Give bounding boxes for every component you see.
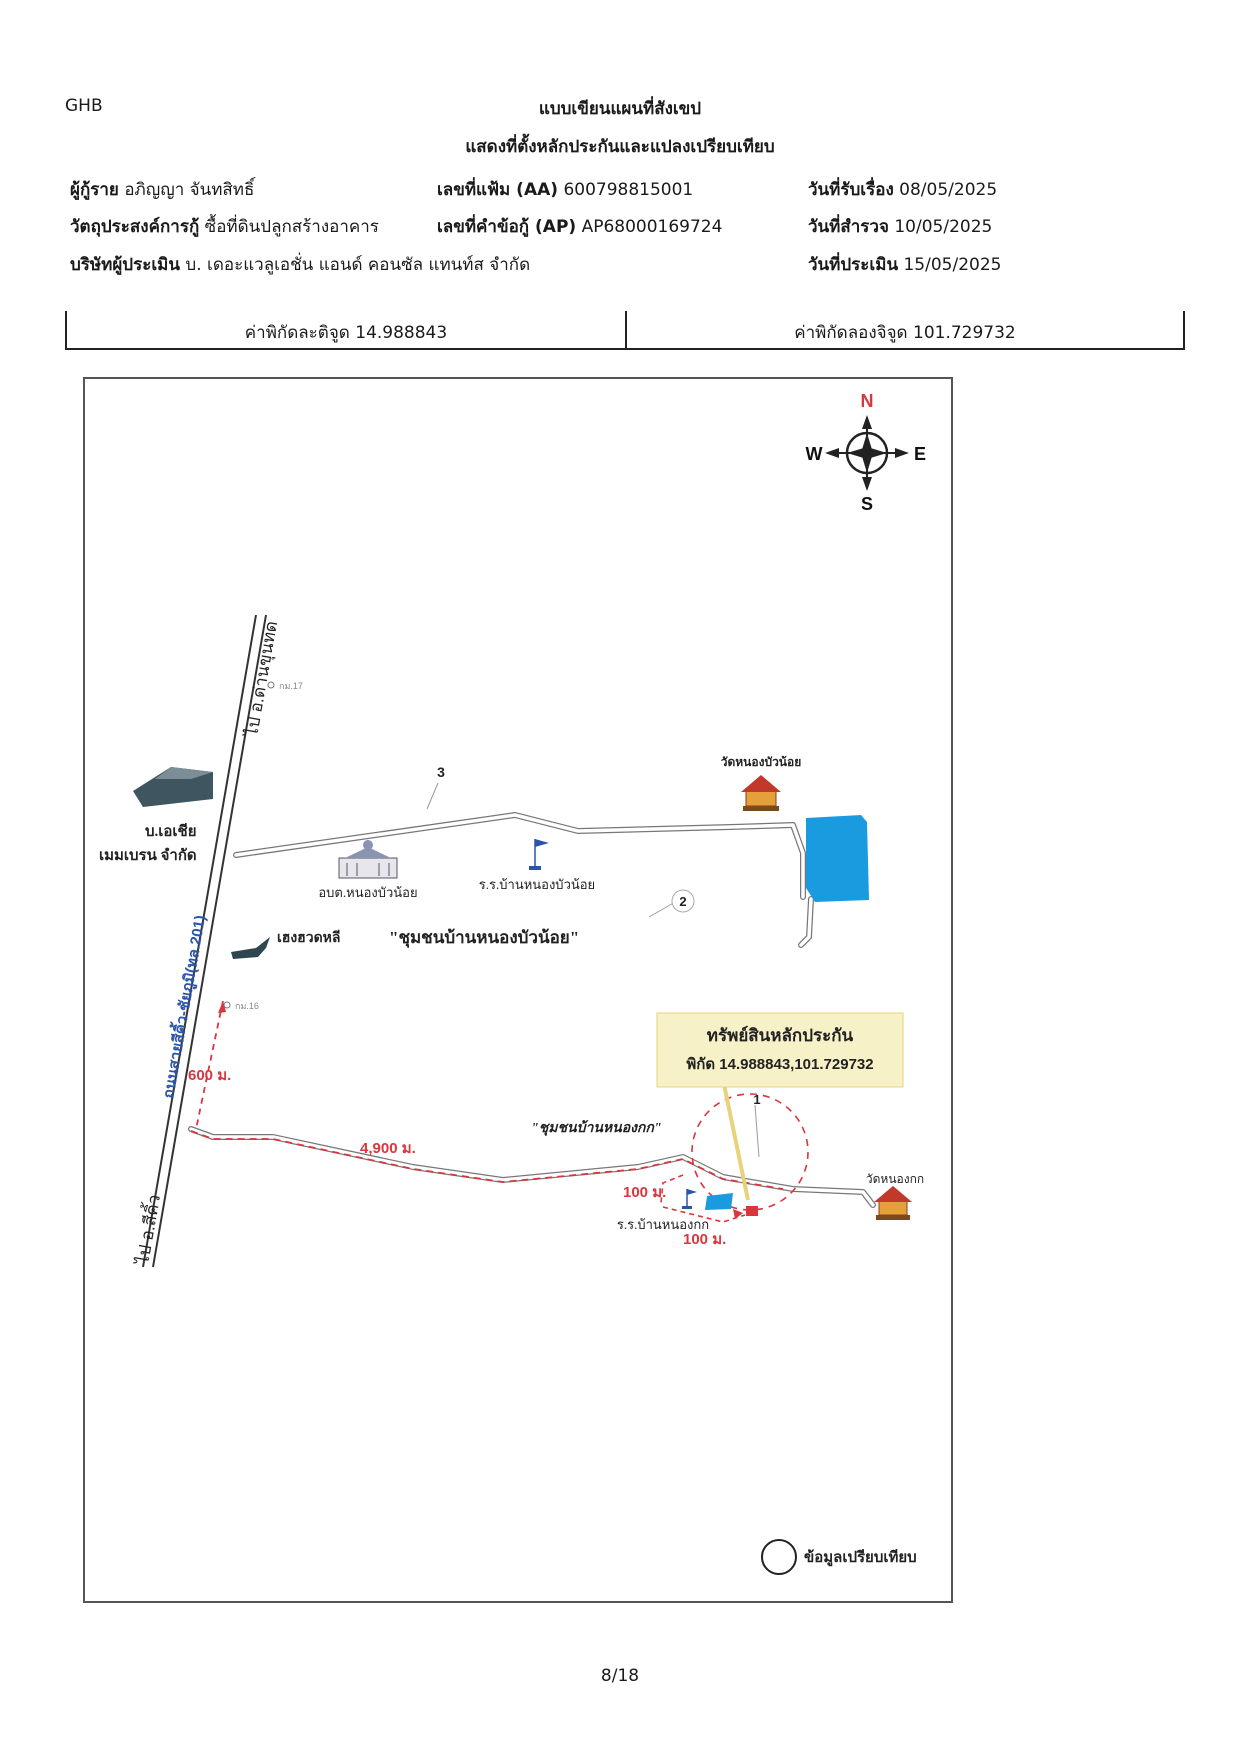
- file-no-field: เลขที่แฟ้ม (AA) 600798815001: [437, 176, 693, 203]
- legend-label: ข้อมูลเปรียบเทียบ: [804, 1549, 917, 1567]
- pond-nong-bua-noi: [806, 815, 869, 902]
- appraiser-field: บริษัทผู้ประเมิน บ. เดอะแวลูเอชั่น แอนด์…: [70, 251, 530, 278]
- received-date-value: 08/05/2025: [899, 180, 998, 200]
- request-no-field: เลขที่คำข้อกู้ (AP) AP68000169724: [437, 213, 722, 240]
- received-date-field: วันที่รับเรื่อง 08/05/2025: [808, 176, 997, 203]
- distance-4900-label: 4,900 ม.: [360, 1140, 416, 1157]
- purpose-label: วัตถุประสงค์การกู้: [70, 217, 200, 237]
- map-frame: [83, 377, 953, 1603]
- marker-3: 3: [437, 764, 445, 780]
- sao-label: อบต.หนองบัวน้อย: [318, 885, 417, 900]
- compass-rose-icon: [825, 415, 909, 491]
- km-17-marker-icon: [267, 681, 275, 689]
- latitude-text: ค่าพิกัดละติจูด 14.988843: [244, 323, 448, 343]
- appraiser-label: บริษัทผู้ประเมิน: [70, 255, 180, 275]
- temple-bottom-icon: [874, 1186, 912, 1220]
- school-bottom-icon: [682, 1189, 697, 1209]
- community-nong-kok-label: "ชุมชนบ้านหนองกก": [531, 1120, 662, 1136]
- appraisal-date-label: วันที่ประเมิน: [808, 255, 899, 275]
- file-no-label: เลขที่แฟ้ม (AA): [437, 180, 559, 200]
- survey-date-field: วันที่สำรวจ 10/05/2025: [808, 213, 992, 240]
- school-bottom-label: ร.ร.บ้านหนองกก: [617, 1217, 709, 1232]
- nong-bua-noi-road: [233, 812, 814, 948]
- purpose-field: วัตถุประสงค์การกู้ ซื้อที่ดินปลูกสร้างอา…: [70, 213, 379, 240]
- legend-circle-icon: [761, 1539, 797, 1575]
- factory-label-line1: บ.เอเชีย: [145, 823, 197, 840]
- document-code: GHB: [65, 96, 103, 116]
- school-top-icon: [529, 839, 549, 870]
- km-16-marker-icon: [223, 1001, 231, 1009]
- appraiser-value: บ. เดอะแวลูเอชั่น แอนด์ คอนซัล แทนท์ส จำ…: [185, 255, 531, 275]
- file-no-value: 600798815001: [563, 180, 694, 200]
- survey-date-value: 10/05/2025: [894, 217, 993, 237]
- coordinates-divider: [625, 311, 627, 348]
- collateral-area-circle: [691, 1093, 809, 1211]
- compass-west-label: W: [806, 444, 823, 464]
- temple-top-icon: [741, 775, 781, 811]
- temple-bottom-label: วัดหนองกก: [866, 1172, 924, 1186]
- km-16-label: กม.16: [235, 1001, 259, 1011]
- route-path: [190, 1000, 784, 1223]
- borrower-field: ผู้กู้ราย อภิญญา จันทสิทธิ์: [70, 176, 254, 203]
- callout-title: ทรัพย์สินหลักประกัน: [707, 1025, 854, 1045]
- pond-nong-kok: [705, 1193, 733, 1210]
- survey-date-label: วันที่สำรวจ: [808, 217, 889, 237]
- appraisal-date-value: 15/05/2025: [903, 255, 1002, 275]
- marker-3-leader: [426, 782, 439, 810]
- borrower-label: ผู้กู้ราย: [70, 180, 119, 200]
- collateral-callout: [656, 1012, 904, 1088]
- page-subtitle: แสดงที่ตั้งหลักประกันและแปลงเปรียบเทียบ: [465, 137, 775, 157]
- location-map: N S E W ไป อ.ด่านขุนทด ไป อ.สีคิ้ว ถนนสา…: [99, 391, 926, 1575]
- temple-top-label: วัดหนองบัวน้อย: [721, 755, 802, 769]
- longitude-text: ค่าพิกัดลองจิจูด 101.729732: [794, 323, 1016, 343]
- marker-2: 2: [679, 894, 686, 909]
- marker-1-leader: [754, 1104, 760, 1158]
- factory-icon: [133, 767, 213, 807]
- community-nong-bua-noi-label: "ชุมชนบ้านหนองบัวน้อย": [389, 928, 579, 948]
- distance-100a-label: 100 ม.: [623, 1184, 666, 1201]
- request-no-value: AP68000169724: [581, 217, 723, 237]
- road-to-dankhuntot-label: ไป อ.ด่านขุนทด: [241, 619, 282, 740]
- callout-coordinates: พิกัด 14.988843,101.729732: [686, 1055, 873, 1073]
- received-date-label: วันที่รับเรื่อง: [808, 180, 894, 200]
- purpose-value: ซื้อที่ดินปลูกสร้างอาคาร: [204, 217, 379, 237]
- page-number: 8/18: [600, 1666, 640, 1686]
- sao-building-icon: [338, 840, 398, 879]
- nong-kok-road: [188, 1126, 876, 1208]
- hengheng-label: เฮงฮวดหลี: [277, 930, 340, 946]
- distance-600-label: 600 ม.: [188, 1067, 231, 1084]
- appraisal-date-field: วันที่ประเมิน 15/05/2025: [808, 251, 1001, 278]
- factory-label-line2: เมมเบรน จำกัด: [99, 847, 197, 864]
- page-title: แบบเขียนแผนที่สังเขป: [538, 99, 702, 119]
- highway-201: [142, 614, 267, 1268]
- borrower-value: อภิญญา จันทสิทธิ์: [124, 180, 255, 200]
- coordinates-box: ค่าพิกัดละติจูด 14.988843 ค่าพิกัดลองจิจ…: [65, 311, 1185, 350]
- collateral-plot-marker: [746, 1206, 758, 1216]
- km-17-label: กม.17: [279, 681, 303, 691]
- compass-east-label: E: [914, 444, 926, 464]
- compass-north-label: N: [861, 391, 874, 411]
- compass-south-label: S: [861, 494, 873, 514]
- marker-1: 1: [753, 1092, 760, 1107]
- request-no-label: เลขที่คำข้อกู้ (AP): [437, 217, 577, 237]
- distance-100b-label: 100 ม.: [683, 1231, 726, 1248]
- school-top-label: ร.ร.บ้านหนองบัวน้อย: [479, 877, 595, 892]
- marker-2-circle: [671, 889, 695, 913]
- hengheng-icon: [231, 937, 270, 959]
